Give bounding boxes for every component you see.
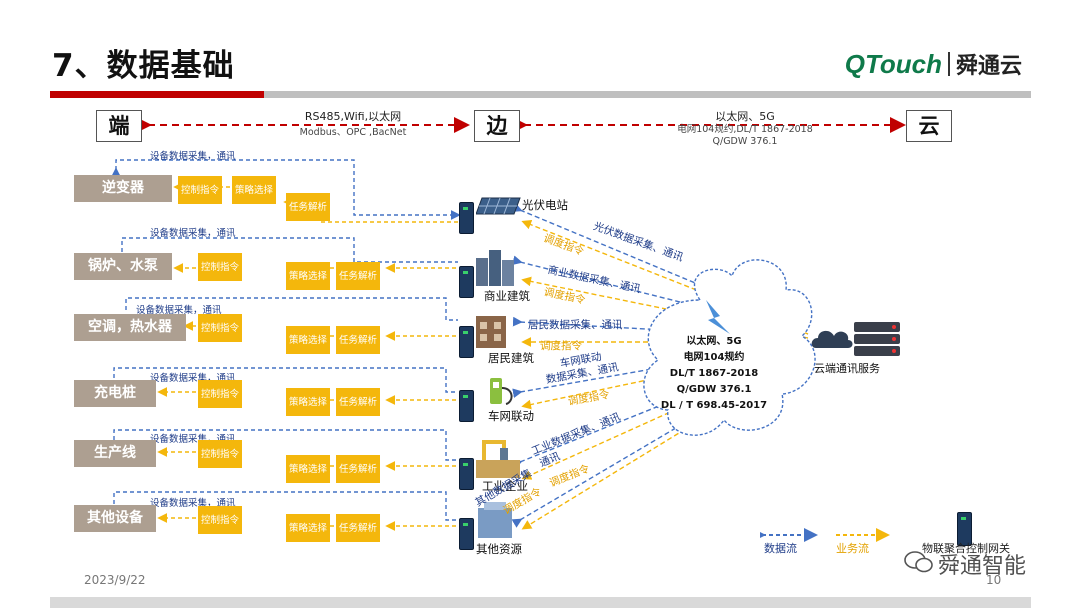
control-command-box: 控制指令 bbox=[198, 506, 242, 534]
cloud-line: DL/T 1867-2018 bbox=[669, 368, 759, 379]
solar-panel-icon bbox=[476, 197, 521, 215]
charging-station-icon bbox=[490, 378, 513, 405]
gateway-icon bbox=[459, 202, 474, 234]
building-icon bbox=[476, 250, 514, 286]
task-parse-box: 任务解析 bbox=[286, 193, 330, 221]
footer-date: 2023/9/22 bbox=[84, 573, 146, 587]
task-parse-box: 任务解析 bbox=[336, 514, 380, 542]
cloud-line: 电网104规约 bbox=[683, 352, 745, 363]
site-label-industrial: 工业企业 bbox=[482, 479, 528, 493]
collect-label: 设备数据采集，通讯 bbox=[150, 434, 236, 445]
watermark-text: 舜通智能 bbox=[938, 554, 1027, 579]
gateway-icon bbox=[459, 390, 474, 422]
diag-label-residential: 居民数据采集、通讯 bbox=[528, 319, 623, 331]
legend-data-flow: 数据流 bbox=[764, 542, 797, 555]
page-number: 10 bbox=[986, 573, 1002, 587]
control-command-box: 控制指令 bbox=[178, 176, 222, 204]
device-boiler-pump: 锅炉、水泵 bbox=[74, 253, 172, 280]
data-flow-brackets bbox=[111, 159, 461, 521]
control-command-box: 控制指令 bbox=[198, 314, 242, 342]
strategy-box: 策略选择 bbox=[286, 262, 330, 290]
legend-lines bbox=[760, 528, 890, 542]
strategy-box: 策略选择 bbox=[286, 514, 330, 542]
collect-label: 设备数据采集，通讯 bbox=[150, 373, 236, 384]
cloud-line: 以太网、5G bbox=[686, 336, 742, 347]
task-parse-box: 任务解析 bbox=[336, 262, 380, 290]
control-command-box: 控制指令 bbox=[198, 380, 242, 408]
gateway-icon bbox=[459, 518, 474, 550]
logo-divider bbox=[947, 52, 950, 76]
cloud-line: DL / T 698.45-2017 bbox=[660, 400, 768, 411]
device-production-line: 生产线 bbox=[74, 440, 156, 467]
link-left-sub: Modbus、OPC ,BacNet bbox=[299, 127, 407, 138]
task-parse-box: 任务解析 bbox=[336, 388, 380, 416]
collect-label: 设备数据采集，通讯 bbox=[150, 498, 236, 509]
diag-label-dispatch: 调度指令 bbox=[540, 340, 582, 352]
tier-edge: 边 bbox=[474, 110, 520, 142]
cloud-line: Q/GDW 376.1 bbox=[676, 384, 752, 395]
footer-bar bbox=[50, 597, 1031, 608]
logo-brand: QTouch bbox=[844, 48, 942, 79]
link-left-protocol: RS485,Wifi,以太网 bbox=[304, 110, 402, 123]
site-label-residential: 居民建筑 bbox=[488, 351, 534, 365]
strategy-box: 策略选择 bbox=[286, 455, 330, 483]
wechat-icon bbox=[904, 551, 934, 573]
logo-name: 舜通云 bbox=[955, 54, 1022, 79]
device-charger: 充电桩 bbox=[74, 380, 156, 407]
residence-icon bbox=[476, 316, 506, 348]
header-accent-bar bbox=[50, 91, 264, 98]
cloud-server-icon bbox=[811, 322, 900, 356]
strategy-box: 策略选择 bbox=[232, 176, 276, 204]
gateway-icon bbox=[459, 326, 474, 358]
site-label-ev: 车网联动 bbox=[488, 409, 534, 423]
link-right-protocol: 以太网、5G bbox=[715, 110, 775, 123]
device-other: 其他设备 bbox=[74, 505, 156, 532]
collect-label: 设备数据采集，通讯 bbox=[136, 305, 222, 316]
cloud-service-label: 云端通讯服务 bbox=[814, 362, 880, 375]
link-right-sub1: 电网104规约,DL/T 1867-2018 bbox=[677, 124, 813, 135]
site-label-other: 其他资源 bbox=[476, 542, 522, 556]
site-label-pv: 光伏电站 bbox=[522, 198, 568, 212]
collect-label: 设备数据采集，通讯 bbox=[150, 228, 236, 239]
collect-label: 设备数据采集，通讯 bbox=[150, 151, 236, 162]
gateway-icon bbox=[459, 458, 474, 490]
lightning-icon bbox=[706, 300, 730, 334]
company-logo: QTouch 舜通云 bbox=[845, 48, 1022, 80]
task-parse-box: 任务解析 bbox=[336, 455, 380, 483]
page-title: 7、数据基础 bbox=[52, 48, 235, 84]
gateway-icon bbox=[459, 266, 474, 298]
device-ac-heater: 空调，热水器 bbox=[74, 314, 186, 341]
strategy-box: 策略选择 bbox=[286, 326, 330, 354]
legend-gateway-icon bbox=[957, 512, 972, 546]
task-parse-box: 任务解析 bbox=[336, 326, 380, 354]
factory-icon bbox=[476, 440, 520, 478]
cloud-protocols: 以太网、5G 电网104规约 DL/T 1867-2018 Q/GDW 376.… bbox=[654, 334, 774, 414]
device-inverter: 逆变器 bbox=[74, 175, 172, 202]
header-divider-bar bbox=[264, 91, 1031, 98]
tier-end: 端 bbox=[96, 110, 142, 142]
strategy-box: 策略选择 bbox=[286, 388, 330, 416]
control-command-box: 控制指令 bbox=[198, 253, 242, 281]
other-resources-icon bbox=[478, 502, 512, 538]
site-label-commercial: 商业建筑 bbox=[484, 289, 530, 303]
control-command-box: 控制指令 bbox=[198, 440, 242, 468]
tier-cloud: 云 bbox=[906, 110, 952, 142]
network-cloud bbox=[643, 259, 816, 436]
link-right-sub2: Q/GDW 376.1 bbox=[712, 136, 778, 147]
legend-business-flow: 业务流 bbox=[836, 542, 869, 555]
legend-gateway: 物联聚合控制网关 bbox=[922, 542, 1010, 555]
